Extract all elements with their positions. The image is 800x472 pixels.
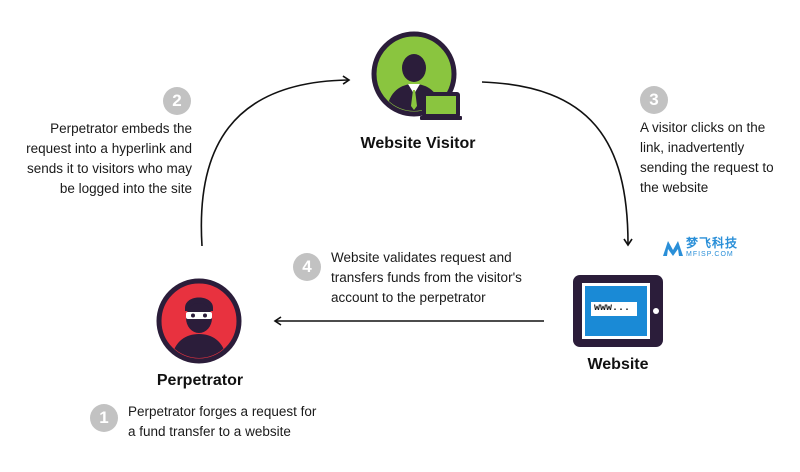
watermark-main-text: 梦飞科技 xyxy=(686,236,739,250)
step-2-badge: 2 xyxy=(163,87,191,115)
perpetrator-node xyxy=(154,278,246,370)
step-3-text: A visitor clicks on the link, inadverten… xyxy=(640,120,774,195)
website-node: www... xyxy=(572,274,664,348)
watermark-logo-icon xyxy=(663,241,683,256)
perpetrator-icon xyxy=(156,278,242,364)
visitor-label: Website Visitor xyxy=(360,135,476,152)
step-4-text: Website validates request and transfers … xyxy=(331,250,522,305)
perpetrator-label: Perpetrator xyxy=(156,372,244,389)
watermark: 梦飞科技 MFISP.COM xyxy=(662,236,752,260)
visitor-icon xyxy=(371,31,462,120)
visitor-node xyxy=(370,30,466,126)
tablet-icon xyxy=(573,275,663,347)
website-screen-text: www... xyxy=(594,303,631,314)
step-3-badge: 3 xyxy=(640,86,668,114)
step-1-badge: 1 xyxy=(90,404,118,432)
step-4-badge: 4 xyxy=(293,253,321,281)
arrow-perpetrator-to-visitor xyxy=(200,75,351,247)
website-label: Website xyxy=(587,356,649,373)
watermark-sub-text: MFISP.COM xyxy=(686,251,734,258)
step-2-text: Perpetrator embeds the request into a hy… xyxy=(26,121,192,196)
step-1-text: Perpetrator forges a request for a fund … xyxy=(128,404,317,439)
arrow-visitor-to-website xyxy=(481,81,633,247)
